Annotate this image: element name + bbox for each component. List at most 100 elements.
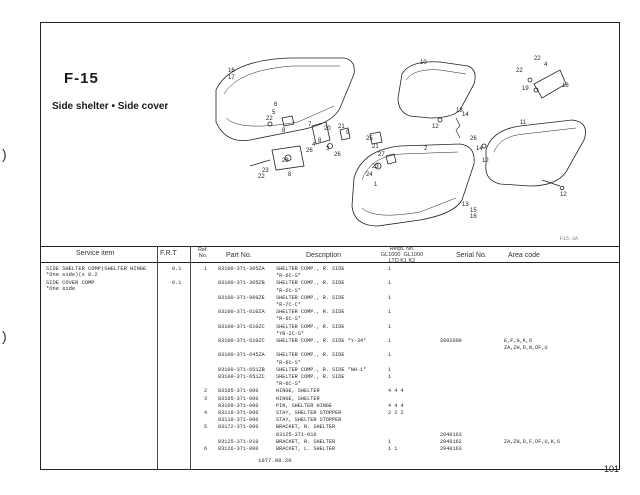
row-part-no: 83100-371-610ZC (218, 323, 265, 330)
row-description: *R-6C-S* (276, 273, 301, 280)
svg-text:16: 16 (228, 68, 235, 74)
svg-text:15: 15 (470, 208, 477, 214)
svg-text:22: 22 (258, 174, 265, 180)
svg-text:27: 27 (378, 152, 385, 158)
row-description: *R-6C-S* (276, 381, 301, 388)
svg-text:2: 2 (424, 146, 428, 152)
row-description: PIN, SHELTER HINGE (276, 402, 333, 409)
row-serial-no: 2002009 (440, 338, 462, 344)
svg-text:7: 7 (308, 122, 312, 128)
svg-text:24: 24 (366, 172, 373, 178)
table-header-rule (40, 262, 620, 263)
row-part-no: 83100-371-610ZA (218, 309, 265, 316)
svg-text:13: 13 (456, 108, 463, 114)
row-quantity: 1 (388, 266, 392, 272)
row-part-no: 83100-371-651ZB (218, 366, 265, 373)
svg-text:14: 14 (462, 112, 469, 118)
row-description: BRACKET, R. SHELTER (276, 424, 336, 431)
svg-text:21: 21 (372, 144, 379, 150)
svg-text:21: 21 (338, 124, 345, 130)
row-quantity: 1 (388, 352, 392, 359)
svg-text:6: 6 (274, 102, 278, 108)
left-shelter-shell (215, 57, 355, 141)
lower-shelter-shell (351, 143, 475, 227)
service-frt: 0.1 (172, 266, 182, 272)
row-description: SHELTER COMP., R. SIDE (276, 323, 345, 330)
svg-text:17: 17 (228, 75, 235, 81)
left-bracket (271, 145, 305, 171)
row-description: SHELTER COMP., R. SIDE *Y-34* (276, 338, 367, 344)
svg-text:4: 4 (312, 142, 316, 148)
svg-text:22: 22 (534, 56, 541, 62)
svg-text:4: 4 (544, 62, 548, 68)
row-description: SHELTER COMP., R. SIDE (276, 352, 345, 359)
row-quantity: 1 (388, 280, 392, 287)
svg-text:28: 28 (282, 158, 289, 164)
service-item: *One side)(x 0.2 (46, 272, 98, 278)
col-divider (157, 246, 158, 470)
row-description: 83125-371-010 (276, 431, 317, 438)
col-divider (190, 246, 191, 470)
row-description: BRACKET, L. SHELTER (276, 446, 336, 452)
svg-text:8: 8 (288, 172, 292, 178)
row-part-no: 83105-371-000 (218, 388, 259, 395)
header-description: Description (306, 252, 342, 259)
row-quantity: 1 (388, 438, 392, 445)
right-side-cover (485, 119, 586, 187)
svg-text:19: 19 (522, 86, 529, 92)
row-part-no: 83172-371-000 (218, 424, 259, 431)
row-ref-no: 4 (204, 410, 208, 416)
upper-right-cover (397, 61, 476, 119)
row-part-no: 83100-371-645ZA (218, 352, 265, 359)
svg-text:10: 10 (420, 60, 427, 66)
row-description: SHELTER COMP., R. SIDE (276, 294, 345, 301)
header-ref-no: Ref. No. (197, 247, 209, 259)
row-description: *R-6C-S* (276, 316, 301, 323)
row-part-no: 83119-371-000 (218, 410, 259, 416)
row-serial-no: 2040163 (440, 431, 462, 438)
row-quantity: 1 (388, 366, 392, 373)
svg-text:26: 26 (306, 148, 313, 154)
figure-ref: F15-3A (560, 236, 579, 242)
row-quantity: 1 1 (388, 446, 398, 452)
row-part-no: 83100-371-305ZB (218, 280, 265, 287)
binding-mark: ) (2, 146, 7, 162)
row-serial-no: 2040162 (440, 438, 462, 445)
page-number: 101 (604, 464, 620, 474)
svg-text:12: 12 (560, 192, 567, 198)
header-service-item: Service item (76, 250, 115, 257)
row-description: *R-7C-C* (276, 302, 301, 308)
header-part-no: Part No. (226, 252, 252, 259)
row-description: SHELTER COMP., R. SIDE (276, 374, 345, 380)
svg-text:23: 23 (262, 168, 269, 174)
binding-mark: ) (2, 328, 7, 344)
row-part-no: 83105-371-000 (218, 395, 259, 402)
row-description: *YR-2C-S* (276, 330, 305, 337)
svg-text:11: 11 (520, 120, 527, 126)
row-quantity: 1 (388, 309, 392, 316)
row-serial-no: 2040163 (440, 446, 462, 452)
svg-text:20: 20 (324, 126, 331, 132)
emblem (533, 69, 567, 99)
row-area-code: ZA,ZH,D,N,DF,U (504, 345, 548, 352)
row-description: HINGE, SHELTER (276, 395, 320, 402)
row-ref-no: 5 (204, 424, 208, 431)
svg-text:8: 8 (318, 138, 322, 144)
header-frt: F.R.T (160, 250, 177, 257)
row-area-code: E,F,G,K,6 (504, 338, 533, 344)
row-ref-no: 2 (204, 388, 208, 395)
svg-text:8: 8 (282, 128, 286, 134)
svg-text:12: 12 (432, 124, 439, 130)
service-item: SIDE SHELTER COMP(SHELTER HINGE (46, 266, 147, 272)
svg-text:3: 3 (326, 146, 330, 152)
row-ref-no: 6 (204, 446, 208, 452)
row-quantity: 1 (388, 374, 392, 380)
table-top-rule (40, 246, 620, 247)
row-description: STAY, SHELTER STOPPER (276, 410, 342, 416)
header-reqd-models: GL1000 GL1000 LTD K1 K2 (380, 252, 424, 264)
svg-text:1: 1 (374, 182, 378, 188)
row-description: *R-6C-S* (276, 359, 301, 366)
svg-text:12: 12 (482, 158, 489, 164)
row-part-no: 83100-371-960ZE (218, 294, 265, 301)
footer-date: 1977.08.20 (258, 457, 292, 464)
